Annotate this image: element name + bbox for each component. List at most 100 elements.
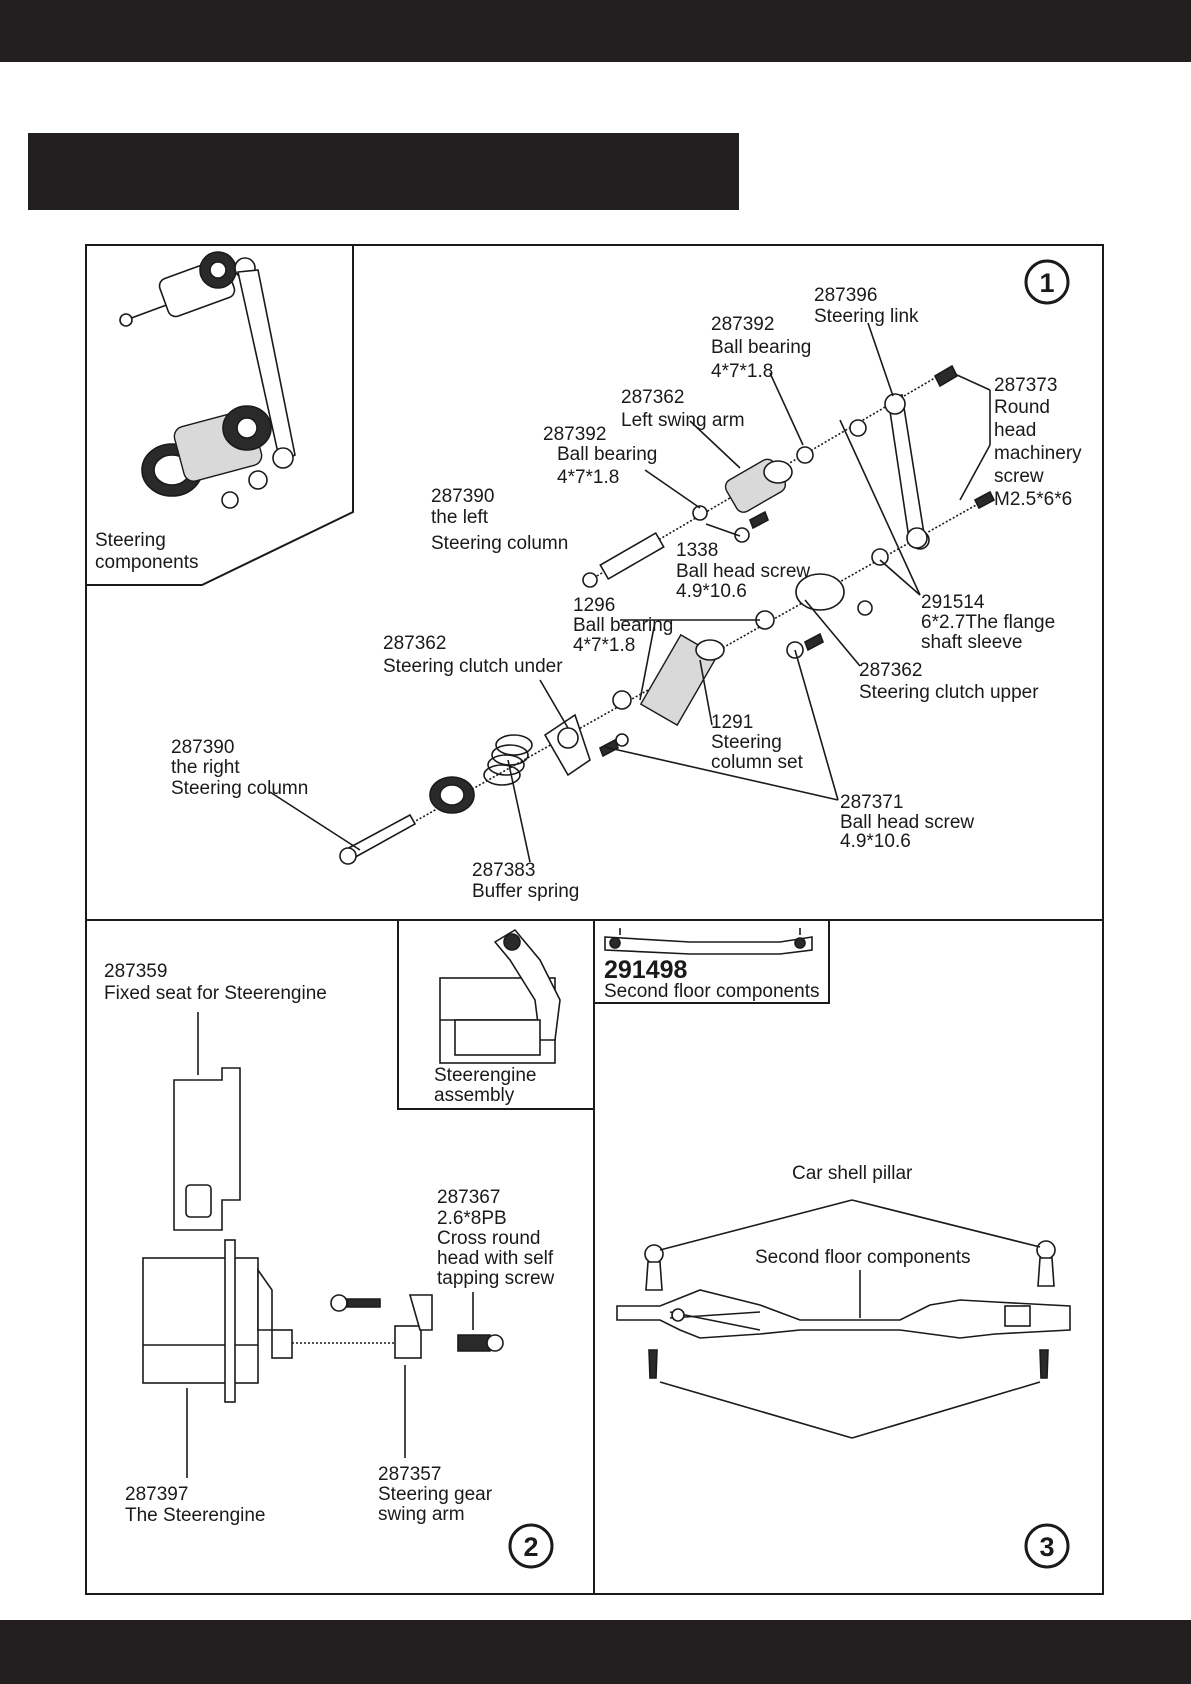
inset-title-line2: components xyxy=(95,552,199,573)
svg-text:1296: 1296 xyxy=(573,595,615,616)
label-287383: 287383 Buffer spring xyxy=(472,860,579,902)
section-title-bar xyxy=(28,133,739,210)
label-287362-left-swing-arm: 287362 Left swing arm xyxy=(621,387,745,431)
badge-1: 1 xyxy=(1024,259,1070,305)
svg-text:1338: 1338 xyxy=(676,540,718,561)
second-floor-inset-drawing xyxy=(604,928,813,955)
svg-text:287362: 287362 xyxy=(859,660,922,681)
steering-link-part xyxy=(884,393,928,549)
svg-text:The Steerengine: The Steerengine xyxy=(125,1505,266,1526)
svg-text:head: head xyxy=(994,420,1036,441)
svg-text:1291: 1291 xyxy=(711,712,753,733)
svg-text:Ball bearing: Ball bearing xyxy=(573,615,673,636)
svg-text:2.6*8PB: 2.6*8PB xyxy=(437,1208,507,1229)
steerengine-assembly-inset-drawing xyxy=(439,928,561,1064)
svg-text:2: 2 xyxy=(523,1532,538,1562)
svg-text:swing arm: swing arm xyxy=(378,1504,465,1525)
svg-text:287397: 287397 xyxy=(125,1484,188,1505)
svg-text:shaft sleeve: shaft sleeve xyxy=(921,632,1022,653)
svg-text:287390: 287390 xyxy=(171,737,234,758)
second-floor-drawing xyxy=(616,1240,1071,1379)
svg-text:287362: 287362 xyxy=(621,387,684,408)
svg-text:machinery: machinery xyxy=(994,443,1082,464)
svg-text:Steering column: Steering column xyxy=(171,778,308,799)
svg-text:the left: the left xyxy=(431,507,489,528)
label-291514: 291514 6*2.7The flange shaft sleeve xyxy=(921,592,1055,653)
label-287373: 287373 Round head machinery screw M2.5*6… xyxy=(994,375,1082,510)
inset-frame-steering-components xyxy=(86,245,354,586)
svg-text:Cross round: Cross round xyxy=(437,1228,541,1249)
label-287392-upper: 287392 Ball bearing 4*7*1.8 xyxy=(711,314,811,382)
label-1291: 1291 Steering column set xyxy=(711,712,804,773)
leader-lines-panel3 xyxy=(659,1199,1041,1439)
svg-text:Ball head screw: Ball head screw xyxy=(676,561,810,582)
leader-lines-panel1 xyxy=(269,322,991,863)
svg-text:Steering clutch upper: Steering clutch upper xyxy=(859,682,1039,703)
svg-text:Ball bearing: Ball bearing xyxy=(557,444,657,465)
badge-2: 2 xyxy=(508,1523,554,1569)
top-header-bar xyxy=(0,0,1191,62)
steering-components-inset-drawing xyxy=(119,251,296,509)
label-287392-lower: 287392 Ball bearing 4*7*1.8 xyxy=(543,424,657,488)
svg-text:column set: column set xyxy=(711,752,804,773)
inset-frame-second-floor xyxy=(594,920,830,1004)
svg-text:4*7*1.8: 4*7*1.8 xyxy=(711,361,773,382)
car-shell-pillar-label: Car shell pillar xyxy=(792,1163,913,1184)
svg-text:Steering: Steering xyxy=(711,732,782,753)
inset-title-line1: Steering xyxy=(95,530,166,551)
svg-text:287390: 287390 xyxy=(431,486,494,507)
inset-label-line2: assembly xyxy=(434,1085,515,1106)
svg-text:Steering clutch under: Steering clutch under xyxy=(383,656,563,677)
label-287390-left: 287390 the left Steering column xyxy=(431,486,568,554)
inset-code-291498: 291498 xyxy=(604,956,688,984)
inset-label-second-floor: Second floor components xyxy=(604,981,819,1002)
svg-text:287396: 287396 xyxy=(814,285,877,306)
steerengine-drawing xyxy=(142,1067,504,1403)
svg-text:287392: 287392 xyxy=(711,314,774,335)
svg-text:4*7*1.8: 4*7*1.8 xyxy=(573,635,635,656)
label-287357: 287357 Steering gear swing arm xyxy=(378,1464,493,1525)
svg-text:287392: 287392 xyxy=(543,424,606,445)
svg-text:287371: 287371 xyxy=(840,792,903,813)
svg-text:287367: 287367 xyxy=(437,1187,500,1208)
svg-text:head with self: head with self xyxy=(437,1248,554,1269)
label-287362-clutch-upper: 287362 Steering clutch upper xyxy=(859,660,1039,703)
svg-text:4*7*1.8: 4*7*1.8 xyxy=(557,467,619,488)
svg-text:Left swing arm: Left swing arm xyxy=(621,410,745,431)
svg-text:3: 3 xyxy=(1039,1532,1054,1562)
svg-text:Steering gear: Steering gear xyxy=(378,1484,493,1505)
svg-text:Ball bearing: Ball bearing xyxy=(711,337,811,358)
svg-text:Steering link: Steering link xyxy=(814,306,919,327)
label-287362-clutch-under: 287362 Steering clutch under xyxy=(383,633,563,677)
svg-text:291514: 291514 xyxy=(921,592,985,613)
svg-text:287359: 287359 xyxy=(104,961,167,982)
svg-text:287383: 287383 xyxy=(472,860,535,881)
label-287359: 287359 Fixed seat for Steerengine xyxy=(104,961,327,1004)
label-287371: 287371 Ball head screw 4.9*10.6 xyxy=(840,792,974,852)
label-1296: 1296 Ball bearing 4*7*1.8 xyxy=(573,595,673,656)
bottom-footer-bar xyxy=(0,1620,1191,1684)
exploded-axis-upper xyxy=(582,364,959,588)
svg-text:287373: 287373 xyxy=(994,375,1057,396)
svg-text:6*2.7The flange: 6*2.7The flange xyxy=(921,612,1055,633)
label-287396: 287396 Steering link xyxy=(814,285,919,327)
svg-text:4.9*10.6: 4.9*10.6 xyxy=(840,831,911,852)
label-287367: 287367 2.6*8PB Cross round head with sel… xyxy=(437,1187,555,1289)
svg-text:Fixed seat for Steerengine: Fixed seat for Steerengine xyxy=(104,983,327,1004)
svg-text:the right: the right xyxy=(171,757,240,778)
svg-text:Ball head screw: Ball head screw xyxy=(840,812,974,833)
svg-text:4.9*10.6: 4.9*10.6 xyxy=(676,581,747,602)
svg-text:Round: Round xyxy=(994,397,1050,418)
label-287390-right: 287390 the right Steering column xyxy=(171,737,308,799)
exploded-axis-lower xyxy=(339,490,996,865)
svg-text:Steering column: Steering column xyxy=(431,533,568,554)
svg-text:287357: 287357 xyxy=(378,1464,441,1485)
svg-text:M2.5*6*6: M2.5*6*6 xyxy=(994,489,1072,510)
inset-label-line1: Steerengine xyxy=(434,1065,536,1086)
svg-text:screw: screw xyxy=(994,466,1044,487)
label-1338: 1338 Ball head screw 4.9*10.6 xyxy=(676,540,810,602)
badge-3: 3 xyxy=(1024,1523,1070,1569)
inset-frame-steerengine-assembly xyxy=(397,920,594,1110)
second-floor-label: Second floor components xyxy=(755,1247,970,1268)
